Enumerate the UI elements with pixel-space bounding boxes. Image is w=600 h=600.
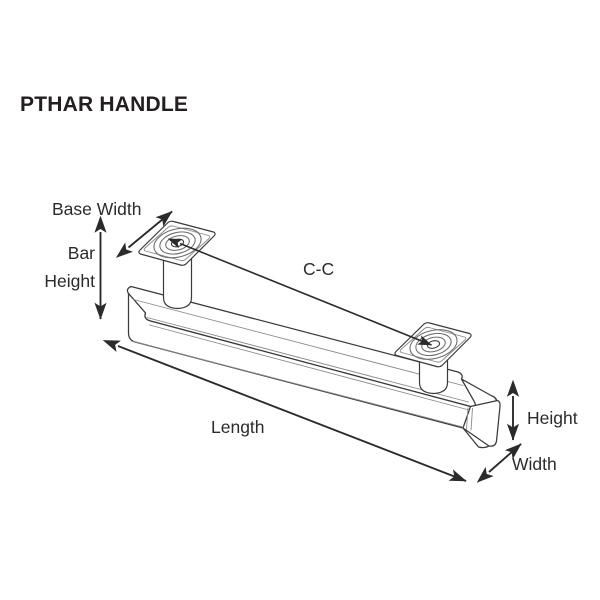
dimension-label-height: Height: [527, 408, 578, 428]
base-width-arrow: [115, 210, 173, 258]
bar-right-chamfer: [466, 407, 473, 431]
dimension-label-width: Width: [512, 454, 557, 474]
page-title: PTHAR HANDLE: [20, 93, 189, 116]
length-arrow: [102, 340, 467, 482]
center-to-center-arrow: [167, 238, 433, 346]
dimension-label-c-to-c: C-C: [303, 259, 335, 279]
dimension-label-length: Length: [211, 417, 265, 437]
dimension-label-base-width: Base Width: [52, 199, 142, 219]
dimension-label-bar-height-line1: Bar: [67, 243, 95, 263]
dimension-label-bar-height-line2: Height: [44, 271, 95, 291]
width-arrow: [476, 443, 522, 483]
left-flange: [138, 220, 216, 266]
